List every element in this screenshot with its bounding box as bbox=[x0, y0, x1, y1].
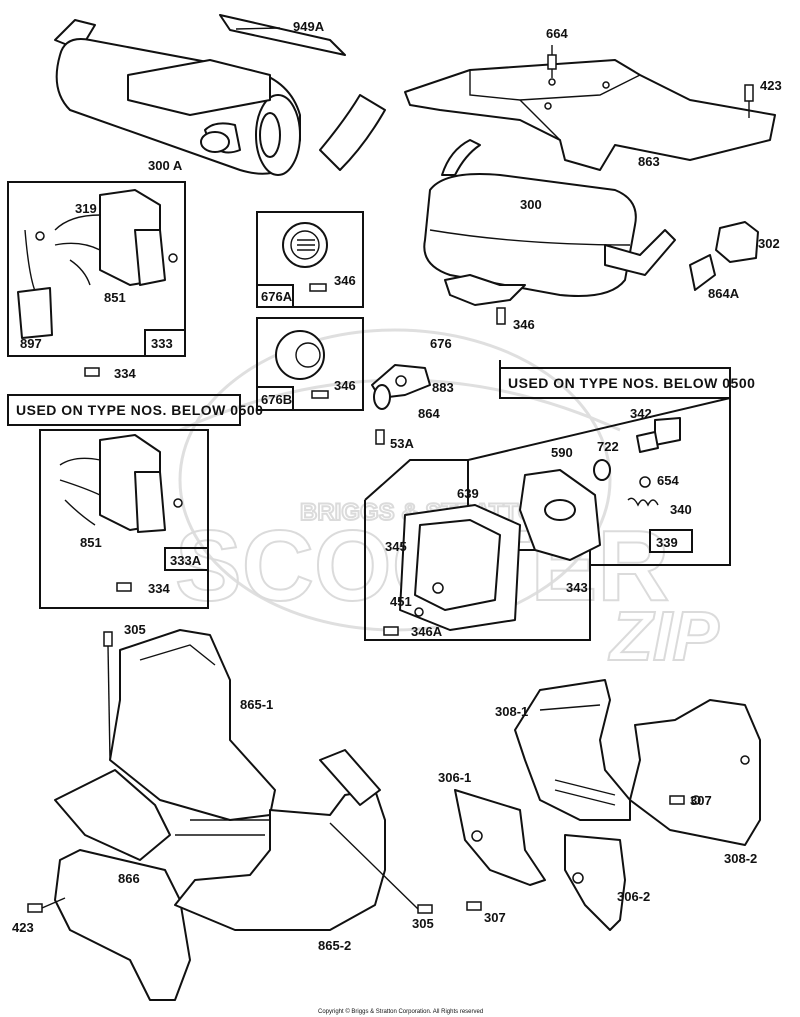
box-676a bbox=[256, 211, 364, 308]
label-676a: 676A bbox=[261, 289, 293, 304]
label-307-a: 307 bbox=[690, 793, 712, 808]
left-note: USED ON TYPE NOS. BELOW 0500 bbox=[7, 394, 263, 609]
copyright-footer: Copyright © Briggs & Stratton Corporatio… bbox=[318, 1008, 483, 1015]
label-319: 319 bbox=[75, 201, 97, 216]
label-851-a: 851 bbox=[104, 290, 126, 305]
label-897: 897 bbox=[20, 336, 42, 351]
label-423-bottom: 423 bbox=[12, 920, 34, 935]
label-664: 664 bbox=[546, 26, 568, 41]
label-300: 300 bbox=[520, 197, 542, 212]
box-333 bbox=[7, 181, 186, 357]
label-722: 722 bbox=[597, 439, 619, 454]
label-342: 342 bbox=[630, 406, 652, 421]
label-334-a: 334 bbox=[114, 366, 136, 381]
box-676b bbox=[256, 317, 364, 411]
label-639: 639 bbox=[457, 486, 479, 501]
label-343: 343 bbox=[566, 580, 588, 595]
label-333a: 333A bbox=[170, 553, 202, 568]
part-labels: 949A 300 A 664 423 863 300 302 864A 319 … bbox=[12, 19, 782, 953]
label-863: 863 bbox=[638, 154, 660, 169]
label-53a: 53A bbox=[390, 436, 414, 451]
label-308-1: 308-1 bbox=[495, 704, 528, 719]
label-949a: 949A bbox=[293, 19, 325, 34]
right-note-header: USED ON TYPE NOS. BELOW 0500 bbox=[508, 375, 755, 391]
label-340: 340 bbox=[670, 502, 692, 517]
label-423-top: 423 bbox=[760, 78, 782, 93]
label-866: 866 bbox=[118, 871, 140, 886]
label-346-c: 346 bbox=[334, 378, 356, 393]
muffler-300 bbox=[423, 139, 759, 325]
label-305-top: 305 bbox=[124, 622, 146, 637]
label-451: 451 bbox=[390, 594, 412, 609]
label-308-2: 308-2 bbox=[724, 851, 757, 866]
label-865-1: 865-1 bbox=[240, 697, 273, 712]
muffler-300a bbox=[54, 14, 386, 176]
label-305-bottom: 305 bbox=[412, 916, 434, 931]
label-307-b: 307 bbox=[484, 910, 506, 925]
label-306-2: 306-2 bbox=[617, 889, 650, 904]
label-590: 590 bbox=[551, 445, 573, 460]
label-333: 333 bbox=[151, 336, 173, 351]
label-676: 676 bbox=[430, 336, 452, 351]
label-676b: 676B bbox=[261, 392, 292, 407]
left-note-header: USED ON TYPE NOS. BELOW 0500 bbox=[16, 402, 263, 418]
label-334-b: 334 bbox=[148, 581, 170, 596]
label-864: 864 bbox=[418, 406, 440, 421]
label-306-1: 306-1 bbox=[438, 770, 471, 785]
right-note: USED ON TYPE NOS. BELOW 0500 bbox=[364, 360, 755, 641]
flange-883 bbox=[371, 364, 431, 445]
label-300a: 300 A bbox=[148, 158, 183, 173]
watermark-suffix: ZIP bbox=[608, 597, 719, 675]
label-302: 302 bbox=[758, 236, 780, 251]
label-654: 654 bbox=[657, 473, 679, 488]
label-339: 339 bbox=[656, 535, 678, 550]
label-883: 883 bbox=[432, 380, 454, 395]
label-345: 345 bbox=[385, 539, 407, 554]
label-865-2: 865-2 bbox=[318, 938, 351, 953]
cover-assembly bbox=[454, 679, 761, 931]
label-864a: 864A bbox=[708, 286, 740, 301]
label-851-b: 851 bbox=[80, 535, 102, 550]
shroud-assembly bbox=[27, 629, 433, 1001]
label-346-a: 346 bbox=[334, 273, 356, 288]
label-346a: 346A bbox=[411, 624, 443, 639]
label-346-b: 346 bbox=[513, 317, 535, 332]
bracket-863 bbox=[404, 45, 776, 171]
